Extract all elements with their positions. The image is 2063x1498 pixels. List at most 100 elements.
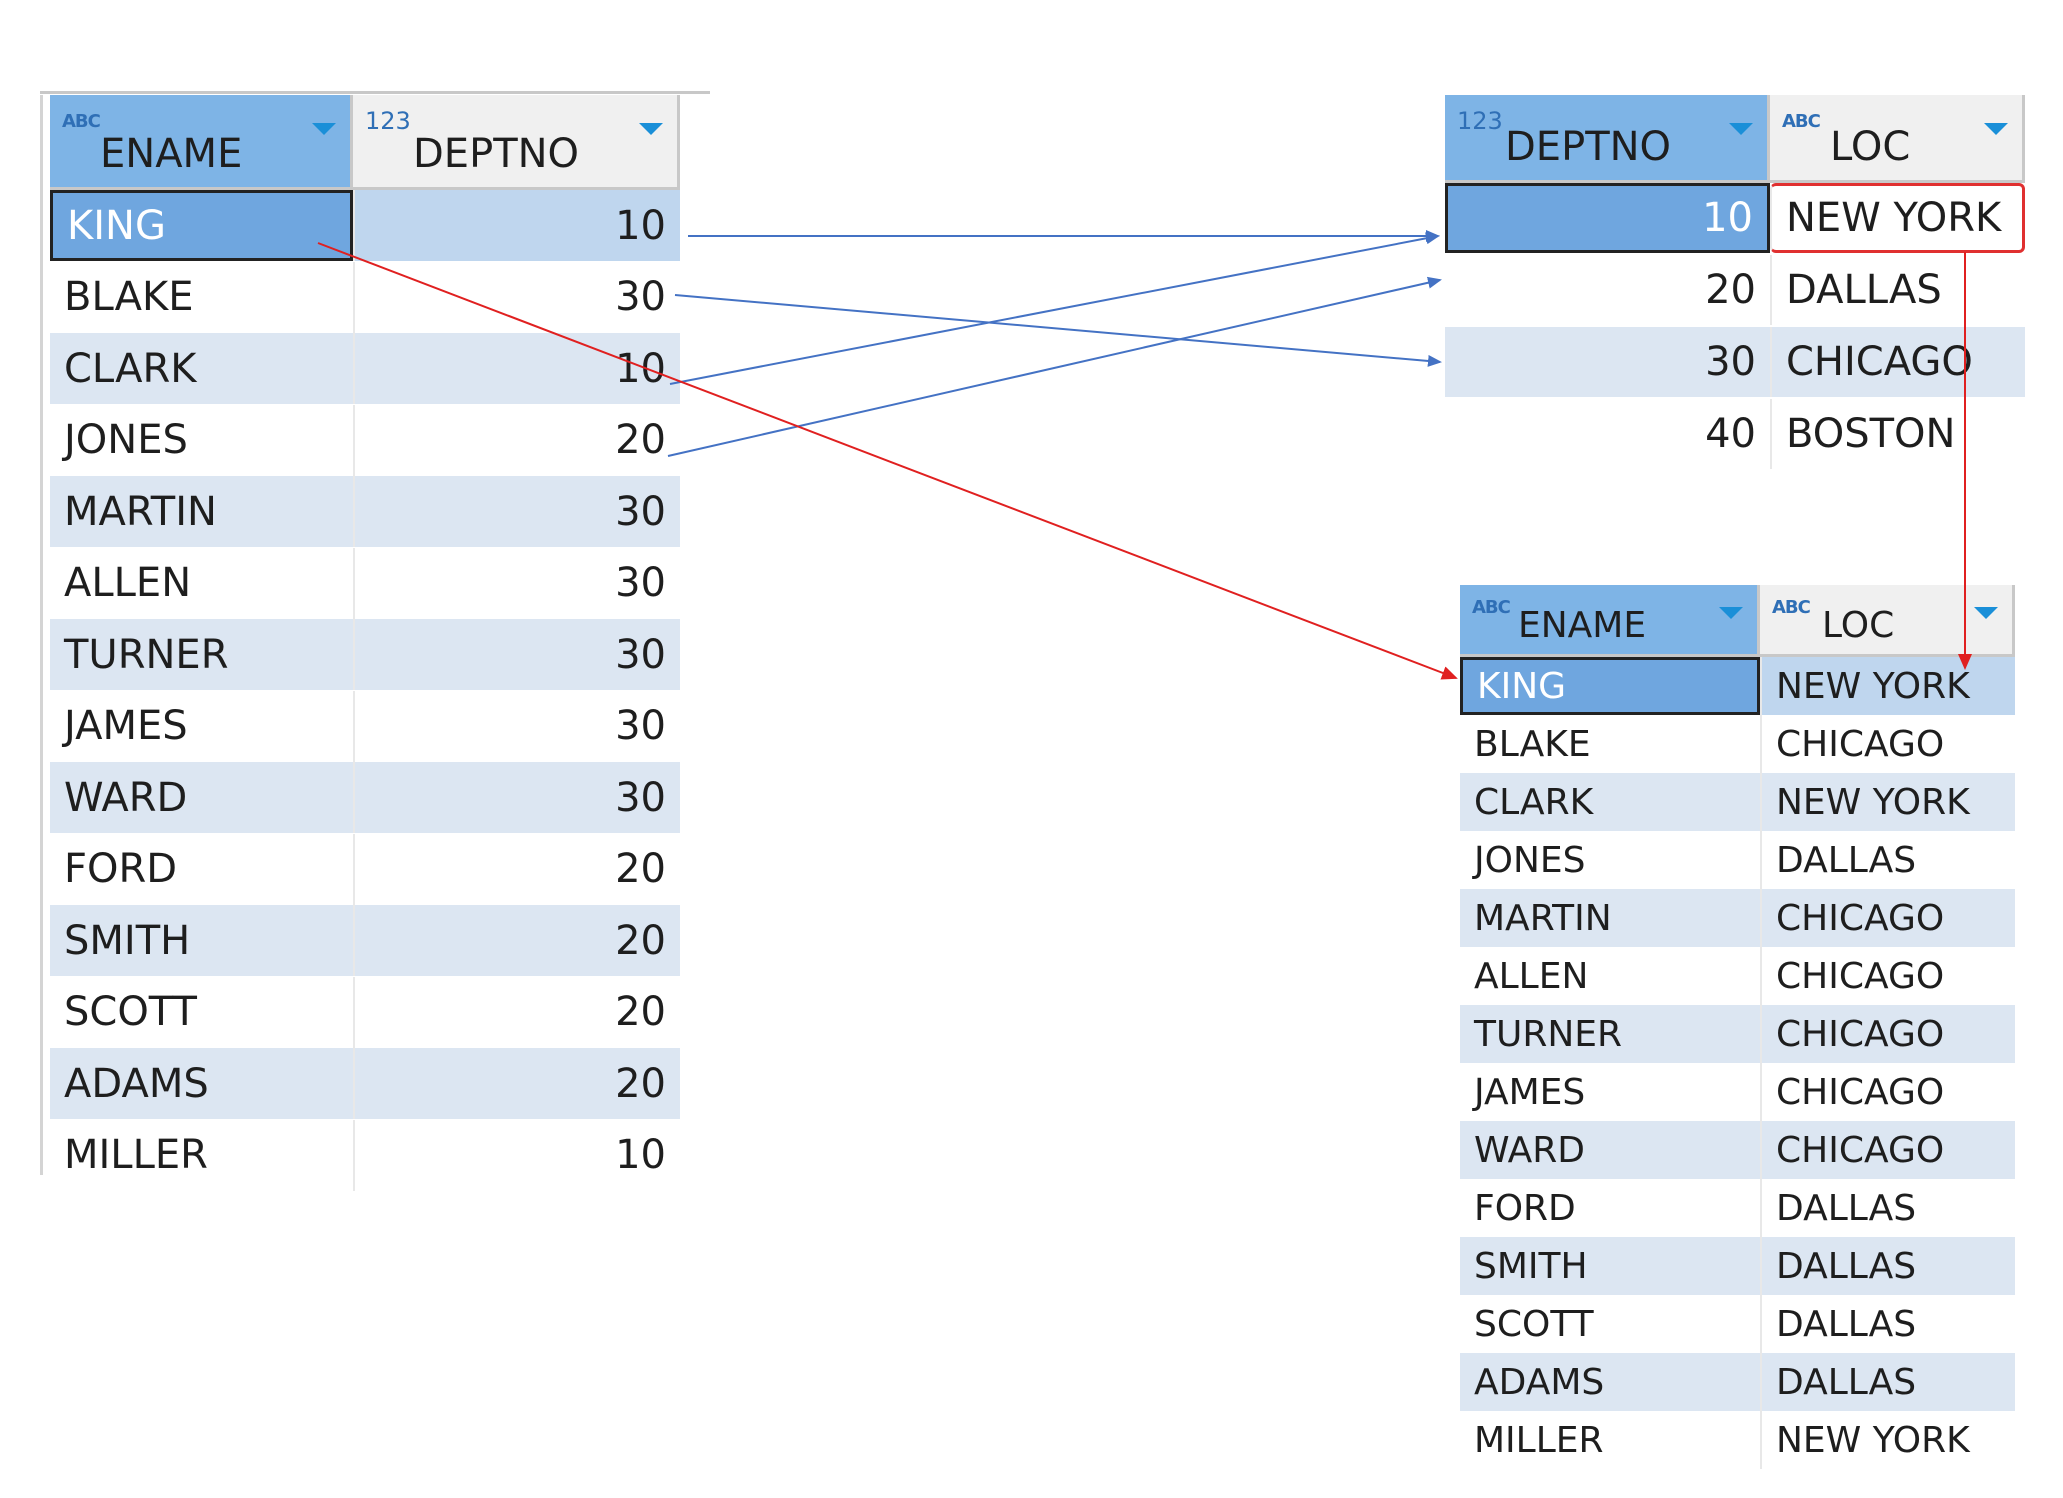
- loc-cell[interactable]: DALLAS: [1760, 1353, 2015, 1411]
- deptno-cell[interactable]: 10: [1445, 183, 1770, 253]
- ename-cell[interactable]: ALLEN: [64, 560, 192, 606]
- table-row[interactable]: BLAKE 30: [50, 261, 680, 333]
- ename-cell[interactable]: CLARK: [64, 345, 197, 392]
- ename-cell[interactable]: ADAMS: [1474, 1361, 1605, 1403]
- ename-cell[interactable]: FORD: [64, 846, 178, 892]
- deptno-cell[interactable]: 30: [353, 261, 680, 333]
- loc-cell[interactable]: CHICAGO: [1760, 715, 2015, 773]
- table-row[interactable]: CLARK NEW YORK: [1460, 773, 2015, 831]
- loc-cell[interactable]: CHICAGO: [1770, 327, 2025, 397]
- table-row[interactable]: MILLER NEW YORK: [1460, 1411, 2015, 1469]
- ename-cell[interactable]: JAMES: [1474, 1071, 1586, 1113]
- loc-cell[interactable]: CHICAGO: [1760, 1063, 2015, 1121]
- table-row[interactable]: FORD DALLAS: [1460, 1179, 2015, 1237]
- ename-cell[interactable]: TURNER: [64, 631, 229, 678]
- ename-cell[interactable]: FORD: [1474, 1187, 1576, 1229]
- table-row[interactable]: CLARK 10: [50, 333, 680, 404]
- table-row[interactable]: ALLEN CHICAGO: [1460, 947, 2015, 1005]
- ename-cell[interactable]: SCOTT: [1474, 1303, 1594, 1345]
- ename-cell[interactable]: MARTIN: [1474, 897, 1612, 939]
- loc-cell[interactable]: NEW YORK: [1760, 773, 2015, 831]
- deptno-cell[interactable]: 40: [1705, 411, 1756, 457]
- deptno-cell[interactable]: 20: [353, 1048, 680, 1119]
- dropdown-caret-icon[interactable]: [1719, 607, 1743, 619]
- ename-cell[interactable]: MILLER: [1474, 1419, 1604, 1461]
- ename-cell[interactable]: BLAKE: [1474, 723, 1591, 765]
- table-row[interactable]: 40 BOSTON: [1445, 399, 2025, 469]
- ename-cell[interactable]: SMITH: [64, 917, 191, 964]
- deptno-cell[interactable]: 20: [353, 905, 680, 976]
- deptno-cell[interactable]: 20: [1705, 267, 1756, 313]
- ename-cell[interactable]: KING: [50, 190, 353, 261]
- table-row[interactable]: SMITH 20: [50, 905, 680, 976]
- deptno-cell[interactable]: 30: [1705, 339, 1756, 385]
- ename-cell[interactable]: ADAMS: [64, 1060, 209, 1107]
- ename-cell[interactable]: KING: [1460, 657, 1760, 715]
- table-row[interactable]: WARD CHICAGO: [1460, 1121, 2015, 1179]
- deptno-cell[interactable]: 30: [353, 547, 680, 619]
- loc-cell[interactable]: NEW YORK: [1770, 183, 2025, 253]
- table-row[interactable]: TURNER 30: [50, 619, 680, 690]
- loc-cell[interactable]: DALLAS: [1760, 831, 2015, 889]
- table-row[interactable]: ADAMS DALLAS: [1460, 1353, 2015, 1411]
- ename-cell[interactable]: WARD: [1474, 1129, 1585, 1171]
- loc-cell[interactable]: NEW YORK: [1760, 657, 2015, 715]
- table-row[interactable]: MARTIN 30: [50, 476, 680, 547]
- table-row[interactable]: JONES DALLAS: [1460, 831, 2015, 889]
- ename-cell[interactable]: BLAKE: [64, 274, 194, 320]
- dropdown-caret-icon[interactable]: [639, 123, 663, 135]
- loc-cell[interactable]: BOSTON: [1770, 399, 2025, 469]
- loc-cell[interactable]: DALLAS: [1760, 1237, 2015, 1295]
- table-row[interactable]: 30 CHICAGO: [1445, 327, 2025, 397]
- deptno-cell[interactable]: 30: [353, 690, 680, 762]
- loc-cell[interactable]: DALLAS: [1770, 255, 2025, 325]
- table-row[interactable]: MARTIN CHICAGO: [1460, 889, 2015, 947]
- loc-cell[interactable]: DALLAS: [1760, 1179, 2015, 1237]
- ename-cell[interactable]: WARD: [64, 774, 188, 821]
- deptno-cell[interactable]: 30: [353, 762, 680, 833]
- loc-cell[interactable]: NEW YORK: [1760, 1411, 2015, 1469]
- column-header-loc[interactable]: ABC LOC: [1770, 95, 2025, 183]
- deptno-cell[interactable]: 20: [353, 833, 680, 905]
- deptno-cell[interactable]: 10: [353, 190, 680, 261]
- loc-cell[interactable]: CHICAGO: [1760, 947, 2015, 1005]
- ename-cell[interactable]: TURNER: [1474, 1013, 1623, 1055]
- table-row[interactable]: ALLEN 30: [50, 547, 680, 619]
- ename-cell[interactable]: JONES: [1474, 839, 1586, 881]
- table-row[interactable]: SCOTT DALLAS: [1460, 1295, 2015, 1353]
- deptno-cell[interactable]: 30: [353, 619, 680, 690]
- table-row[interactable]: JAMES 30: [50, 690, 680, 762]
- ename-cell[interactable]: SCOTT: [64, 989, 197, 1035]
- table-row[interactable]: MILLER 10: [50, 1119, 680, 1191]
- deptno-cell[interactable]: 10: [353, 1119, 680, 1191]
- dropdown-caret-icon[interactable]: [1729, 123, 1753, 135]
- deptno-cell[interactable]: 30: [353, 476, 680, 547]
- table-row[interactable]: BLAKE CHICAGO: [1460, 715, 2015, 773]
- table-row[interactable]: FORD 20: [50, 833, 680, 905]
- table-row[interactable]: ADAMS 20: [50, 1048, 680, 1119]
- ename-cell[interactable]: MARTIN: [64, 488, 217, 535]
- column-header-deptno[interactable]: 123 DEPTNO: [353, 95, 680, 190]
- loc-cell[interactable]: CHICAGO: [1760, 1121, 2015, 1179]
- deptno-cell[interactable]: 20: [353, 404, 680, 476]
- ename-cell[interactable]: MILLER: [64, 1132, 208, 1178]
- table-row[interactable]: WARD 30: [50, 762, 680, 833]
- ename-cell[interactable]: JAMES: [64, 703, 188, 749]
- column-header-ename[interactable]: ABC ENAME: [50, 95, 353, 190]
- column-header-deptno[interactable]: 123 DEPTNO: [1445, 95, 1770, 183]
- loc-cell[interactable]: CHICAGO: [1760, 889, 2015, 947]
- ename-cell[interactable]: ALLEN: [1474, 955, 1589, 997]
- ename-cell[interactable]: SMITH: [1474, 1245, 1588, 1287]
- dropdown-caret-icon[interactable]: [312, 123, 336, 135]
- deptno-cell[interactable]: 10: [353, 333, 680, 404]
- ename-cell[interactable]: CLARK: [1474, 781, 1594, 823]
- table-row[interactable]: SMITH DALLAS: [1460, 1237, 2015, 1295]
- dropdown-caret-icon[interactable]: [1984, 123, 2008, 135]
- loc-cell[interactable]: DALLAS: [1760, 1295, 2015, 1353]
- column-header-loc[interactable]: ABC LOC: [1760, 585, 2015, 657]
